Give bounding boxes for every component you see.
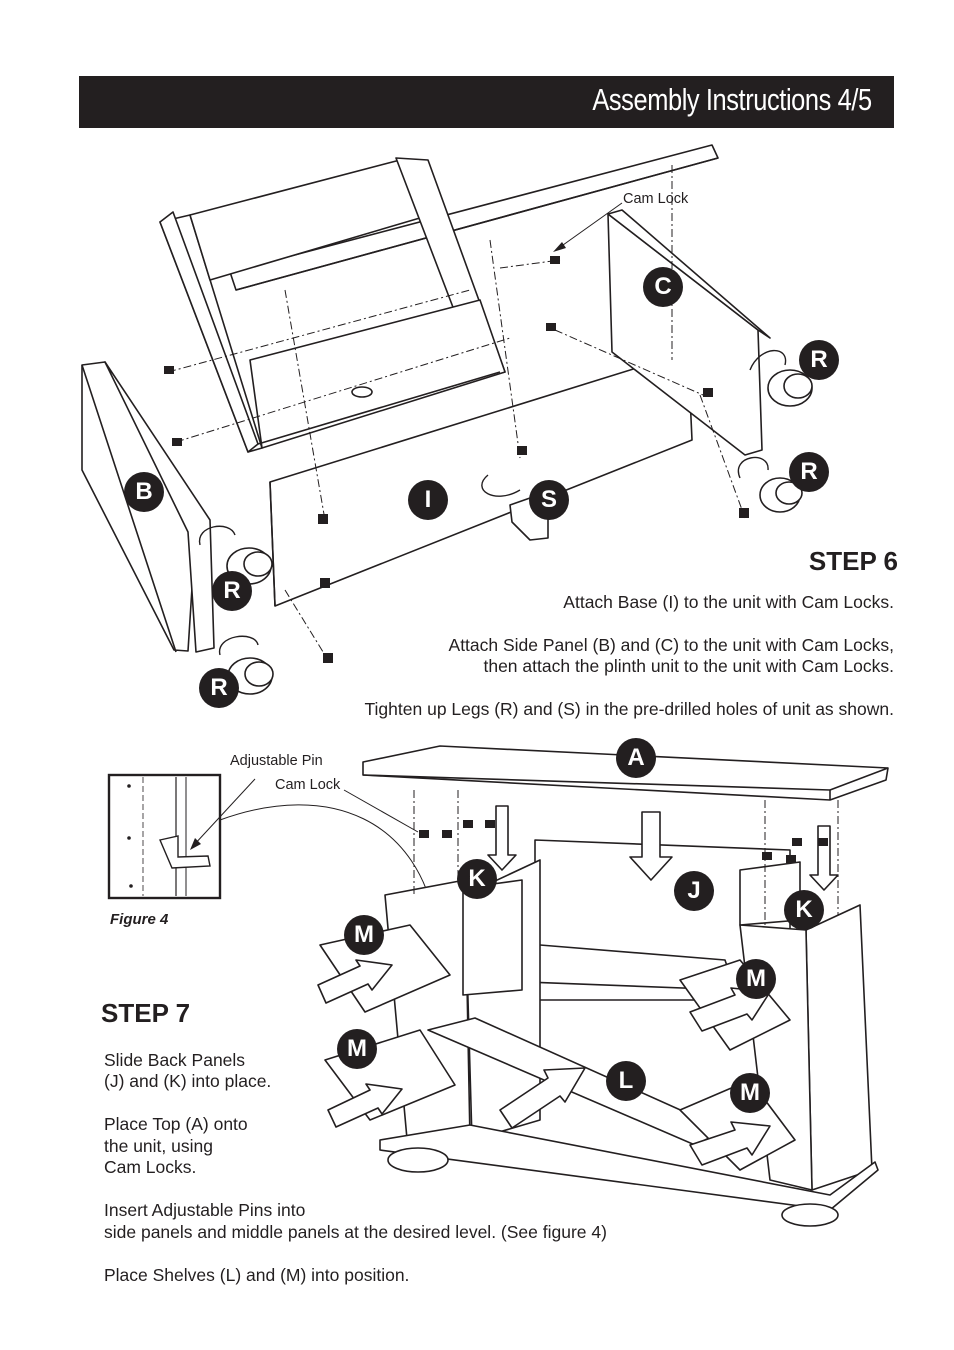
- step7-title: STEP 7: [101, 998, 191, 1028]
- page-title: Assembly Instructions 4/5: [592, 82, 873, 117]
- cam-lock-label-step7: Cam Lock: [275, 777, 341, 793]
- part-badge-i: I: [408, 480, 448, 520]
- part-badge-a: A: [616, 738, 656, 778]
- step7-line-3: Place Top (A) onto: [104, 1114, 248, 1134]
- leg-r-2: [759, 477, 803, 513]
- part-badge-m: M: [736, 959, 776, 999]
- part-badge-r: R: [799, 340, 839, 380]
- part-badge-r: R: [199, 668, 239, 708]
- step6-line-3: then attach the plinth unit to the unit …: [483, 656, 894, 676]
- step7-line-2: (J) and (K) into place.: [104, 1071, 272, 1091]
- adjustable-pin-label: Adjustable Pin: [230, 753, 323, 769]
- part-badge-l: L: [606, 1061, 646, 1101]
- step6-line-1: Attach Base (I) to the unit with Cam Loc…: [563, 592, 894, 612]
- part-badge-m: M: [344, 915, 384, 955]
- step7-line-4: the unit, using: [104, 1136, 213, 1156]
- step7-line-8: Place Shelves (L) and (M) into position.: [104, 1265, 410, 1285]
- step6-line-2: Attach Side Panel (B) and (C) to the uni…: [448, 635, 894, 655]
- step7-line-5: Cam Locks.: [104, 1157, 197, 1177]
- cam-lock-icons: [164, 256, 749, 663]
- part-badge-m: M: [730, 1073, 770, 1113]
- part-badge-m: M: [337, 1029, 377, 1069]
- part-badge-r: R: [212, 571, 252, 611]
- part-badge-r: R: [789, 452, 829, 492]
- leg-r-1: [767, 369, 813, 407]
- page-header: Assembly Instructions 4/5: [79, 76, 894, 128]
- step7-line-7: side panels and middle panels at the des…: [104, 1222, 607, 1242]
- part-badge-k: K: [457, 859, 497, 899]
- part-badge-j: J: [674, 871, 714, 911]
- step7-line-6: Insert Adjustable Pins into: [104, 1200, 306, 1220]
- cam-lock-label-step6: Cam Lock: [623, 191, 689, 207]
- part-badge-k: K: [784, 890, 824, 930]
- figure-4-caption: Figure 4: [110, 911, 169, 928]
- part-badge-s: S: [529, 480, 569, 520]
- part-badge-b: B: [124, 472, 164, 512]
- leg-r-4: [227, 657, 274, 695]
- part-badge-c: C: [643, 267, 683, 307]
- step6-line-4: Tighten up Legs (R) and (S) in the pre-d…: [364, 699, 895, 719]
- step6-title: STEP 6: [808, 546, 898, 576]
- step7-line-1: Slide Back Panels: [104, 1050, 246, 1070]
